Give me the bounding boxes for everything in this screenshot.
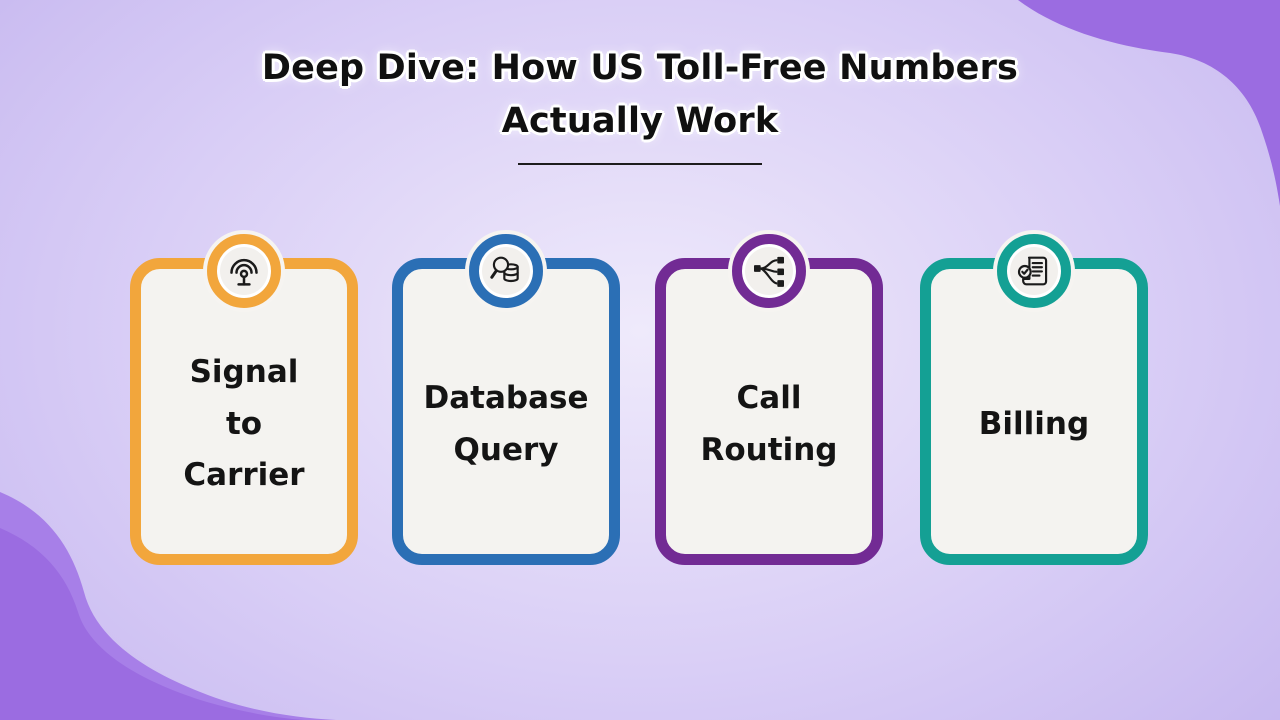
step-icon-circle [732,234,806,308]
wave-bottom-left [0,528,304,720]
wave-top-right [1018,0,1280,206]
step-label: Call Routing [700,380,838,468]
title-underline [518,163,762,165]
title-block: Deep Dive: How US Toll-Free Numbers Actu… [0,42,1280,165]
step-label: Billing [978,405,1090,442]
database-search-icon [490,256,519,283]
step-card-call-routing: Call Routing [655,234,883,565]
step-card-signal-to-carrier: Signal to Carrier [130,234,358,565]
billing-scroll-icon [1017,256,1048,286]
step-icon-circle [207,234,281,308]
page-title: Deep Dive: How US Toll-Free Numbers Actu… [261,48,1019,141]
step-card-database-query: Database Query [392,234,620,565]
step-card-billing: Billing [920,234,1148,565]
step-label: Signal to Carrier [183,354,305,494]
step-icon-circle [997,234,1071,308]
step-label: Database Query [423,380,589,468]
broadcast-antenna-icon [230,258,258,286]
call-routing-icon [754,256,784,287]
step-icon-circle [469,234,543,308]
